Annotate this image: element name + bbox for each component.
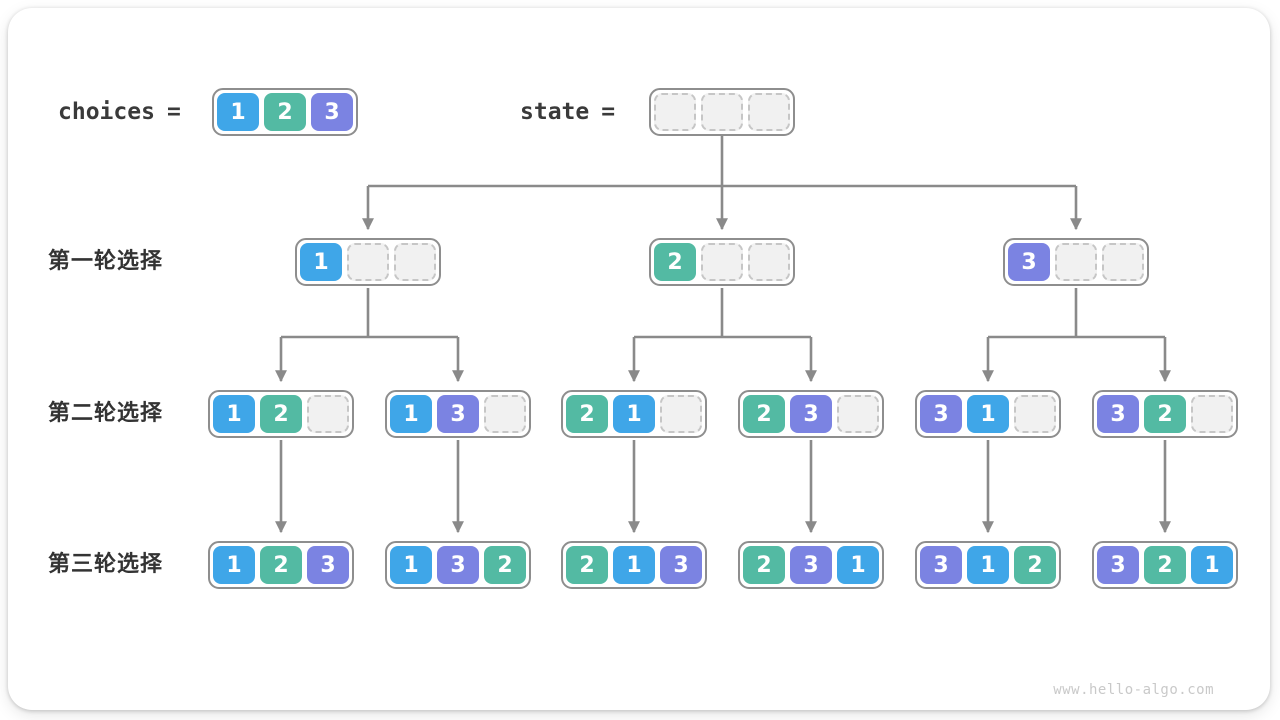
- array-cell-3: 3: [1097, 395, 1139, 433]
- array-cell-2: 2: [743, 395, 785, 433]
- row-label-round-2: 第二轮选择: [48, 401, 164, 426]
- array-cell-empty: [701, 243, 743, 281]
- array-cell-2: 2: [484, 546, 526, 584]
- array-cell-empty: [394, 243, 436, 281]
- array-cell-2: 2: [264, 93, 306, 131]
- array-cell-3: 3: [920, 546, 962, 584]
- array-cell-1: 1: [213, 395, 255, 433]
- array-cell-empty: [484, 395, 526, 433]
- array-cell-1: 1: [613, 395, 655, 433]
- choices-label: choices =: [58, 88, 181, 136]
- array-cell-2: 2: [743, 546, 785, 584]
- array-cell-3: 3: [437, 395, 479, 433]
- row-label-round-3: 第三轮选择: [48, 552, 164, 577]
- array-cell-empty: [748, 93, 790, 131]
- array-cell-empty: [654, 93, 696, 131]
- array-cell-empty: [1102, 243, 1144, 281]
- array-cell-empty: [1191, 395, 1233, 433]
- array-cell-3: 3: [437, 546, 479, 584]
- array-cell-3: 3: [790, 395, 832, 433]
- array-cell-3: 3: [660, 546, 702, 584]
- array-cell-2: 2: [260, 395, 302, 433]
- array-cell-1: 1: [390, 546, 432, 584]
- state-label: state =: [520, 88, 615, 136]
- state-box-r1-2: 2: [649, 238, 795, 286]
- array-cell-1: 1: [837, 546, 879, 584]
- array-cell-1: 1: [613, 546, 655, 584]
- array-cell-2: 2: [1144, 395, 1186, 433]
- array-cell-3: 3: [1008, 243, 1050, 281]
- array-cell-3: 3: [311, 93, 353, 131]
- array-cell-empty: [347, 243, 389, 281]
- array-cell-empty: [748, 243, 790, 281]
- diagram-card: [8, 8, 1270, 710]
- array-cell-2: 2: [654, 243, 696, 281]
- array-cell-2: 2: [260, 546, 302, 584]
- array-cell-empty: [660, 395, 702, 433]
- array-cell-3: 3: [790, 546, 832, 584]
- array-cell-2: 2: [1144, 546, 1186, 584]
- row-label-round-1: 第一轮选择: [48, 249, 164, 274]
- watermark: www.hello-algo.com: [1053, 682, 1214, 698]
- equals-sign: =: [166, 99, 181, 125]
- state-box: [649, 88, 795, 136]
- array-cell-2: 2: [566, 395, 608, 433]
- array-cell-1: 1: [1191, 546, 1233, 584]
- array-cell-1: 1: [213, 546, 255, 584]
- choices-word: choices: [58, 99, 155, 125]
- array-cell-3: 3: [920, 395, 962, 433]
- array-cell-empty: [837, 395, 879, 433]
- state-word: state: [520, 99, 590, 125]
- array-cell-1: 1: [300, 243, 342, 281]
- array-cell-empty: [1014, 395, 1056, 433]
- equals-sign: =: [601, 99, 616, 125]
- array-cell-1: 1: [217, 93, 259, 131]
- array-cell-3: 3: [1097, 546, 1139, 584]
- state-box-r1-1: 1: [295, 238, 441, 286]
- state-box-r1-3: 3: [1003, 238, 1149, 286]
- array-cell-3: 3: [307, 546, 349, 584]
- array-cell-empty: [307, 395, 349, 433]
- array-cell-1: 1: [390, 395, 432, 433]
- array-cell-1: 1: [967, 546, 1009, 584]
- array-cell-empty: [701, 93, 743, 131]
- array-cell-2: 2: [1014, 546, 1056, 584]
- array-cell-empty: [1055, 243, 1097, 281]
- array-cell-2: 2: [566, 546, 608, 584]
- array-cell-1: 1: [967, 395, 1009, 433]
